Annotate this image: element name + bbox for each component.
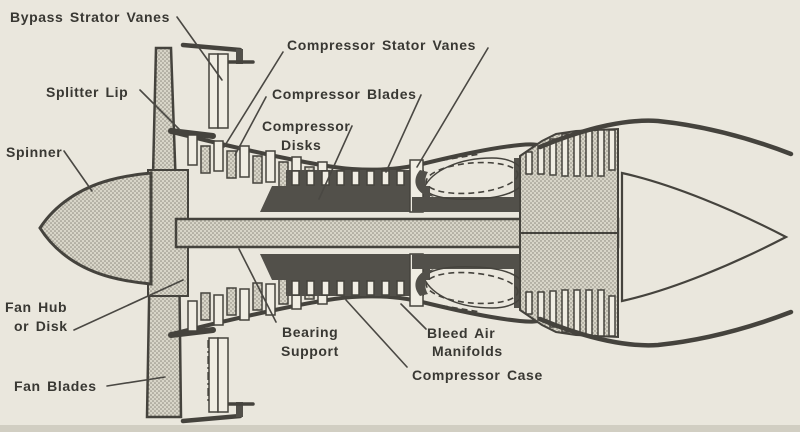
leader-lines <box>63 16 489 387</box>
label-bleed-air-line1: Bleed Air <box>427 325 495 341</box>
label-bypass-stator-vanes: Bypass Strator Vanes <box>10 9 170 25</box>
label-fan-hub-line1: Fan Hub <box>5 299 67 315</box>
leader-bearing-support <box>238 248 277 323</box>
leader-compressor-stator-right <box>416 47 489 168</box>
label-compressor-disks-line1: Compressor <box>262 118 350 134</box>
label-compressor-disks-line2: Disks <box>281 137 321 153</box>
labels: Bypass Strator Vanes Splitter Lip Spinne… <box>5 9 543 394</box>
leader-fan-hub <box>73 279 184 331</box>
leader-compressor-blades-right <box>385 94 422 173</box>
rear-cone <box>620 171 789 303</box>
label-fan-hub-line2: or Disk <box>14 318 68 334</box>
leader-bleed-air <box>400 303 427 330</box>
page-edge-shadow <box>0 425 800 432</box>
label-bearing-support-line2: Support <box>281 343 339 359</box>
label-compressor-blades: Compressor Blades <box>272 86 416 102</box>
label-bearing-support-line1: Bearing <box>282 324 338 340</box>
leader-bypass-stator-vanes <box>176 16 223 81</box>
label-compressor-stator-vanes: Compressor Stator Vanes <box>287 37 476 53</box>
spinner-cone <box>38 171 153 286</box>
leader-compressor-case <box>345 299 408 368</box>
label-bleed-air-line2: Manifolds <box>432 343 503 359</box>
leader-spinner <box>63 150 93 192</box>
label-compressor-case: Compressor Case <box>412 367 543 383</box>
label-splitter-lip: Splitter Lip <box>46 84 128 100</box>
leader-fan-blades <box>106 376 166 387</box>
label-fan-blades: Fan Blades <box>14 378 97 394</box>
leader-compressor-blades-left <box>234 96 267 156</box>
leader-compressor-disks <box>318 125 353 200</box>
leader-compressor-stator-left <box>223 51 284 148</box>
label-spinner: Spinner <box>6 144 62 160</box>
leader-splitter-lip <box>139 89 181 131</box>
